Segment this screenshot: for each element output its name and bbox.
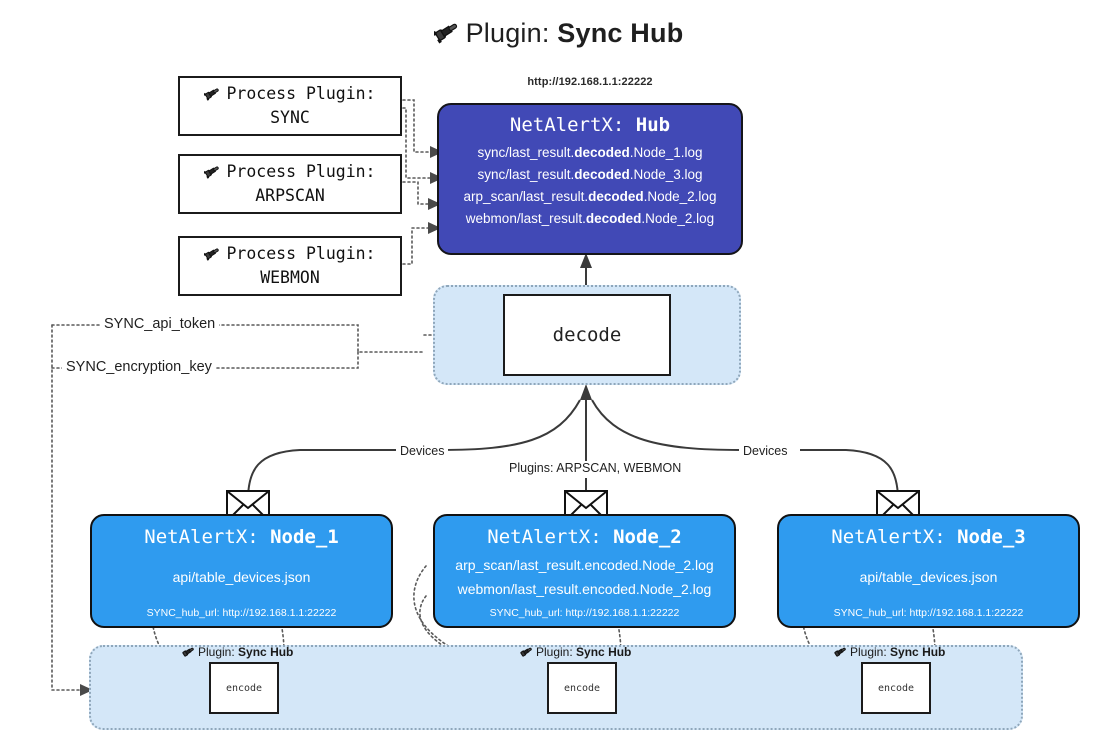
- process-plugin-line: Process Plugin:: [203, 161, 376, 185]
- plug-icon: [432, 18, 462, 51]
- process-plugin-name: SYNC: [270, 108, 310, 127]
- node-row: api/table_devices.json: [859, 568, 998, 585]
- title-name: Sync Hub: [557, 18, 684, 48]
- plug-icon: [182, 645, 196, 661]
- node-body: arp_scan/last_result.encoded.Node_2.log …: [435, 548, 734, 607]
- node-title: NetAlertX: Node_3: [831, 526, 1026, 548]
- sync-api-token-label: SYNC_api_token: [100, 316, 220, 332]
- hub-url-label: http://192.168.1.1:22222: [527, 76, 653, 88]
- node-title: NetAlertX: Node_2: [487, 526, 682, 548]
- process-plugin-label: Process Plugin:: [226, 244, 376, 264]
- node-row: arp_scan/last_result.encoded.Node_2.log: [455, 557, 714, 574]
- page-title: Plugin: Sync Hub: [0, 18, 1117, 51]
- plug-icon: [203, 245, 222, 267]
- hub-log-row: sync/last_result.decoded.Node_3.log: [477, 166, 703, 182]
- node-footer: SYNC_hub_url: http://192.168.1.1:22222: [833, 607, 1024, 619]
- plug-icon: [203, 163, 222, 185]
- edge-label-devices-right: Devices: [739, 444, 792, 458]
- hub-node[interactable]: NetAlertX: Hub sync/last_result.decoded.…: [437, 103, 743, 255]
- plug-icon: [520, 645, 534, 661]
- hub-log-row: arp_scan/last_result.decoded.Node_2.log: [463, 188, 717, 204]
- process-plugin-label: Process Plugin:: [226, 162, 376, 182]
- hub-log-row: webmon/last_result.decoded.Node_2.log: [465, 210, 715, 226]
- edge-label-devices-left: Devices: [396, 444, 449, 458]
- encode-box-1[interactable]: encode: [209, 662, 279, 714]
- encode-plugin-label-2: Plugin: Sync Hub: [520, 645, 631, 661]
- node-2[interactable]: NetAlertX: Node_2 arp_scan/last_result.e…: [433, 514, 736, 628]
- hub-title-prefix: NetAlertX:: [509, 114, 625, 136]
- hub-log-row: sync/last_result.decoded.Node_1.log: [477, 145, 703, 160]
- plug-icon: [203, 85, 222, 107]
- node-1[interactable]: NetAlertX: Node_1 api/table_devices.json…: [90, 514, 393, 628]
- node-row: webmon/last_result.encoded.Node_2.log: [457, 580, 712, 597]
- encode-box-3[interactable]: encode: [861, 662, 931, 714]
- encode-box-2[interactable]: encode: [547, 662, 617, 714]
- decode-box[interactable]: decode: [503, 294, 671, 376]
- process-plugin-line: Process Plugin:: [203, 83, 376, 107]
- node-title: NetAlertX: Node_1: [144, 526, 339, 548]
- node-body: api/table_devices.json: [779, 548, 1078, 607]
- process-plugin-webmon[interactable]: Process Plugin: WEBMON: [178, 236, 402, 296]
- process-plugin-arpscan[interactable]: Process Plugin: ARPSCAN: [178, 154, 402, 214]
- hub-title-name: Hub: [635, 114, 671, 136]
- node-footer: SYNC_hub_url: http://192.168.1.1:22222: [146, 607, 337, 619]
- process-plugin-name: ARPSCAN: [255, 186, 325, 205]
- encode-plugin-label-1: Plugin: Sync Hub: [182, 645, 293, 661]
- node-body: api/table_devices.json: [92, 548, 391, 607]
- node-row: api/table_devices.json: [172, 568, 311, 585]
- hub-title: NetAlertX: Hub: [510, 114, 670, 136]
- plug-icon: [834, 645, 848, 661]
- process-plugin-label: Process Plugin:: [226, 84, 376, 104]
- process-plugin-line: Process Plugin:: [203, 243, 376, 267]
- edge-label-plugins: Plugins: ARPSCAN, WEBMON: [505, 461, 686, 475]
- process-plugin-sync[interactable]: Process Plugin: SYNC: [178, 76, 402, 136]
- encode-plugin-label-3: Plugin: Sync Hub: [834, 645, 945, 661]
- sync-encryption-key-label: SYNC_encryption_key: [62, 359, 216, 375]
- title-prefix: Plugin:: [465, 18, 550, 48]
- process-plugin-name: WEBMON: [260, 268, 320, 287]
- node-3[interactable]: NetAlertX: Node_3 api/table_devices.json…: [777, 514, 1080, 628]
- node-footer: SYNC_hub_url: http://192.168.1.1:22222: [489, 607, 680, 619]
